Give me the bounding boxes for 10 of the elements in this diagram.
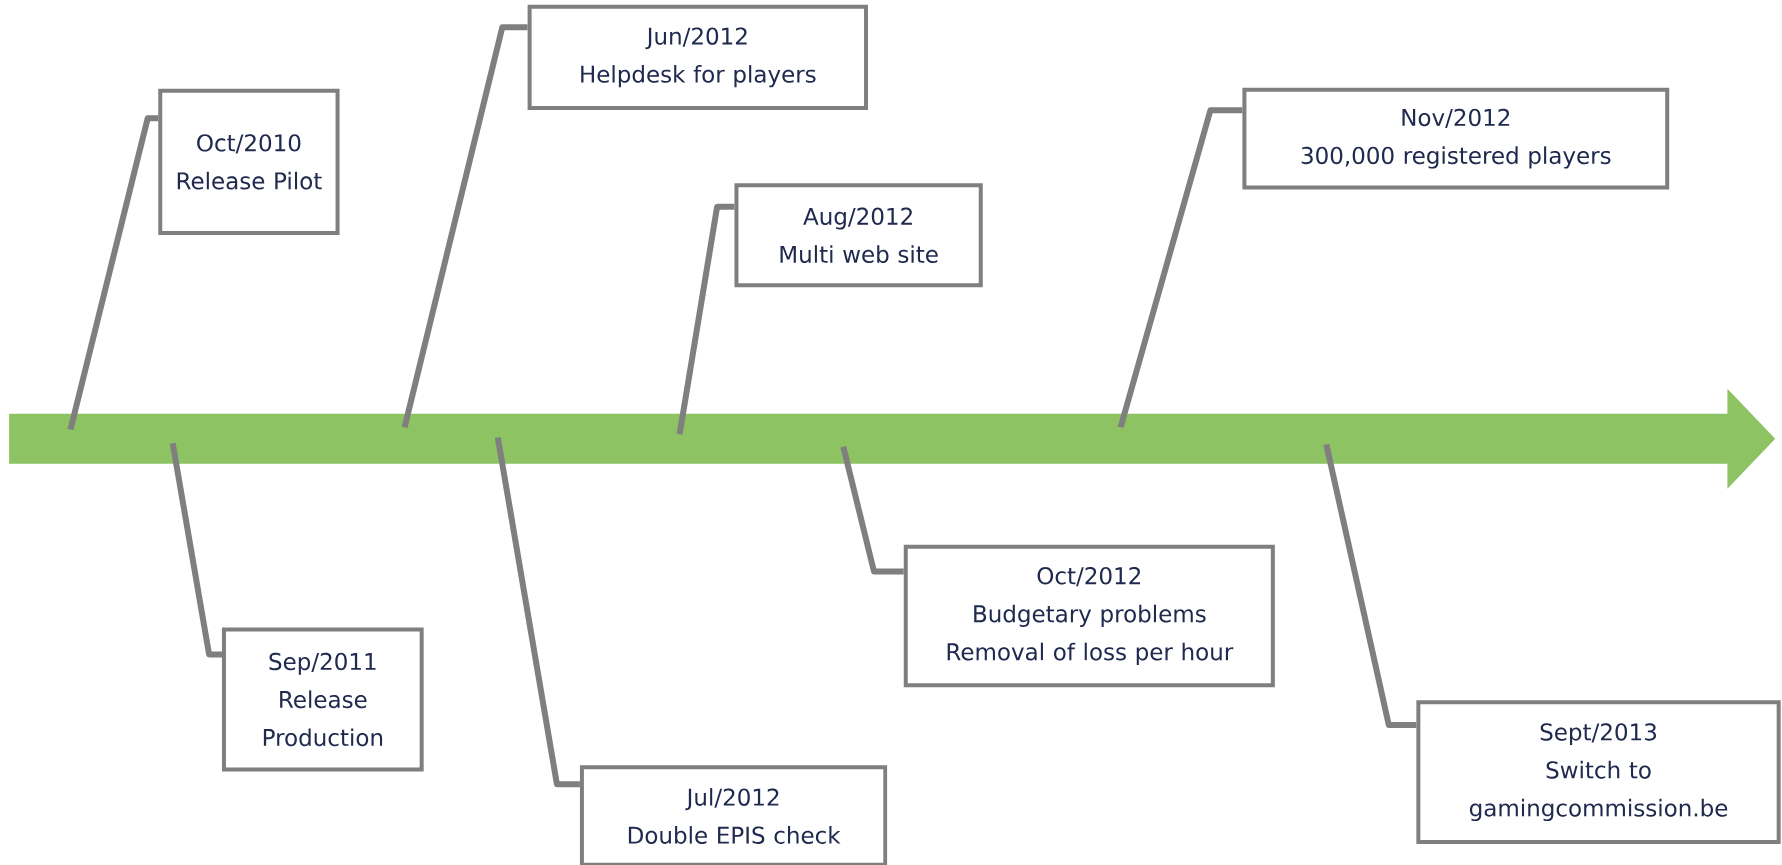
milestone-box: Jun/2012 Helpdesk for players — [527, 4, 868, 110]
milestone-box: Jul/2012 Double EPIS check — [579, 765, 888, 865]
milestone-box: Sept/2013 Switch to gamingcommission.be — [1416, 700, 1781, 845]
milestone-box: Nov/2012 300,000 registered players — [1242, 87, 1670, 190]
leader-line — [494, 437, 580, 788]
milestone-box: Aug/2012 Multi web site — [734, 183, 983, 288]
milestone-box: Oct/2010 Release Pilot — [158, 88, 340, 235]
timeline-arrow — [9, 388, 1776, 489]
milestone-box: Sep/2011 Release Production — [221, 627, 424, 772]
milestone-box: Oct/2012 Budgetary problems Removal of loss per hour — [903, 544, 1275, 688]
